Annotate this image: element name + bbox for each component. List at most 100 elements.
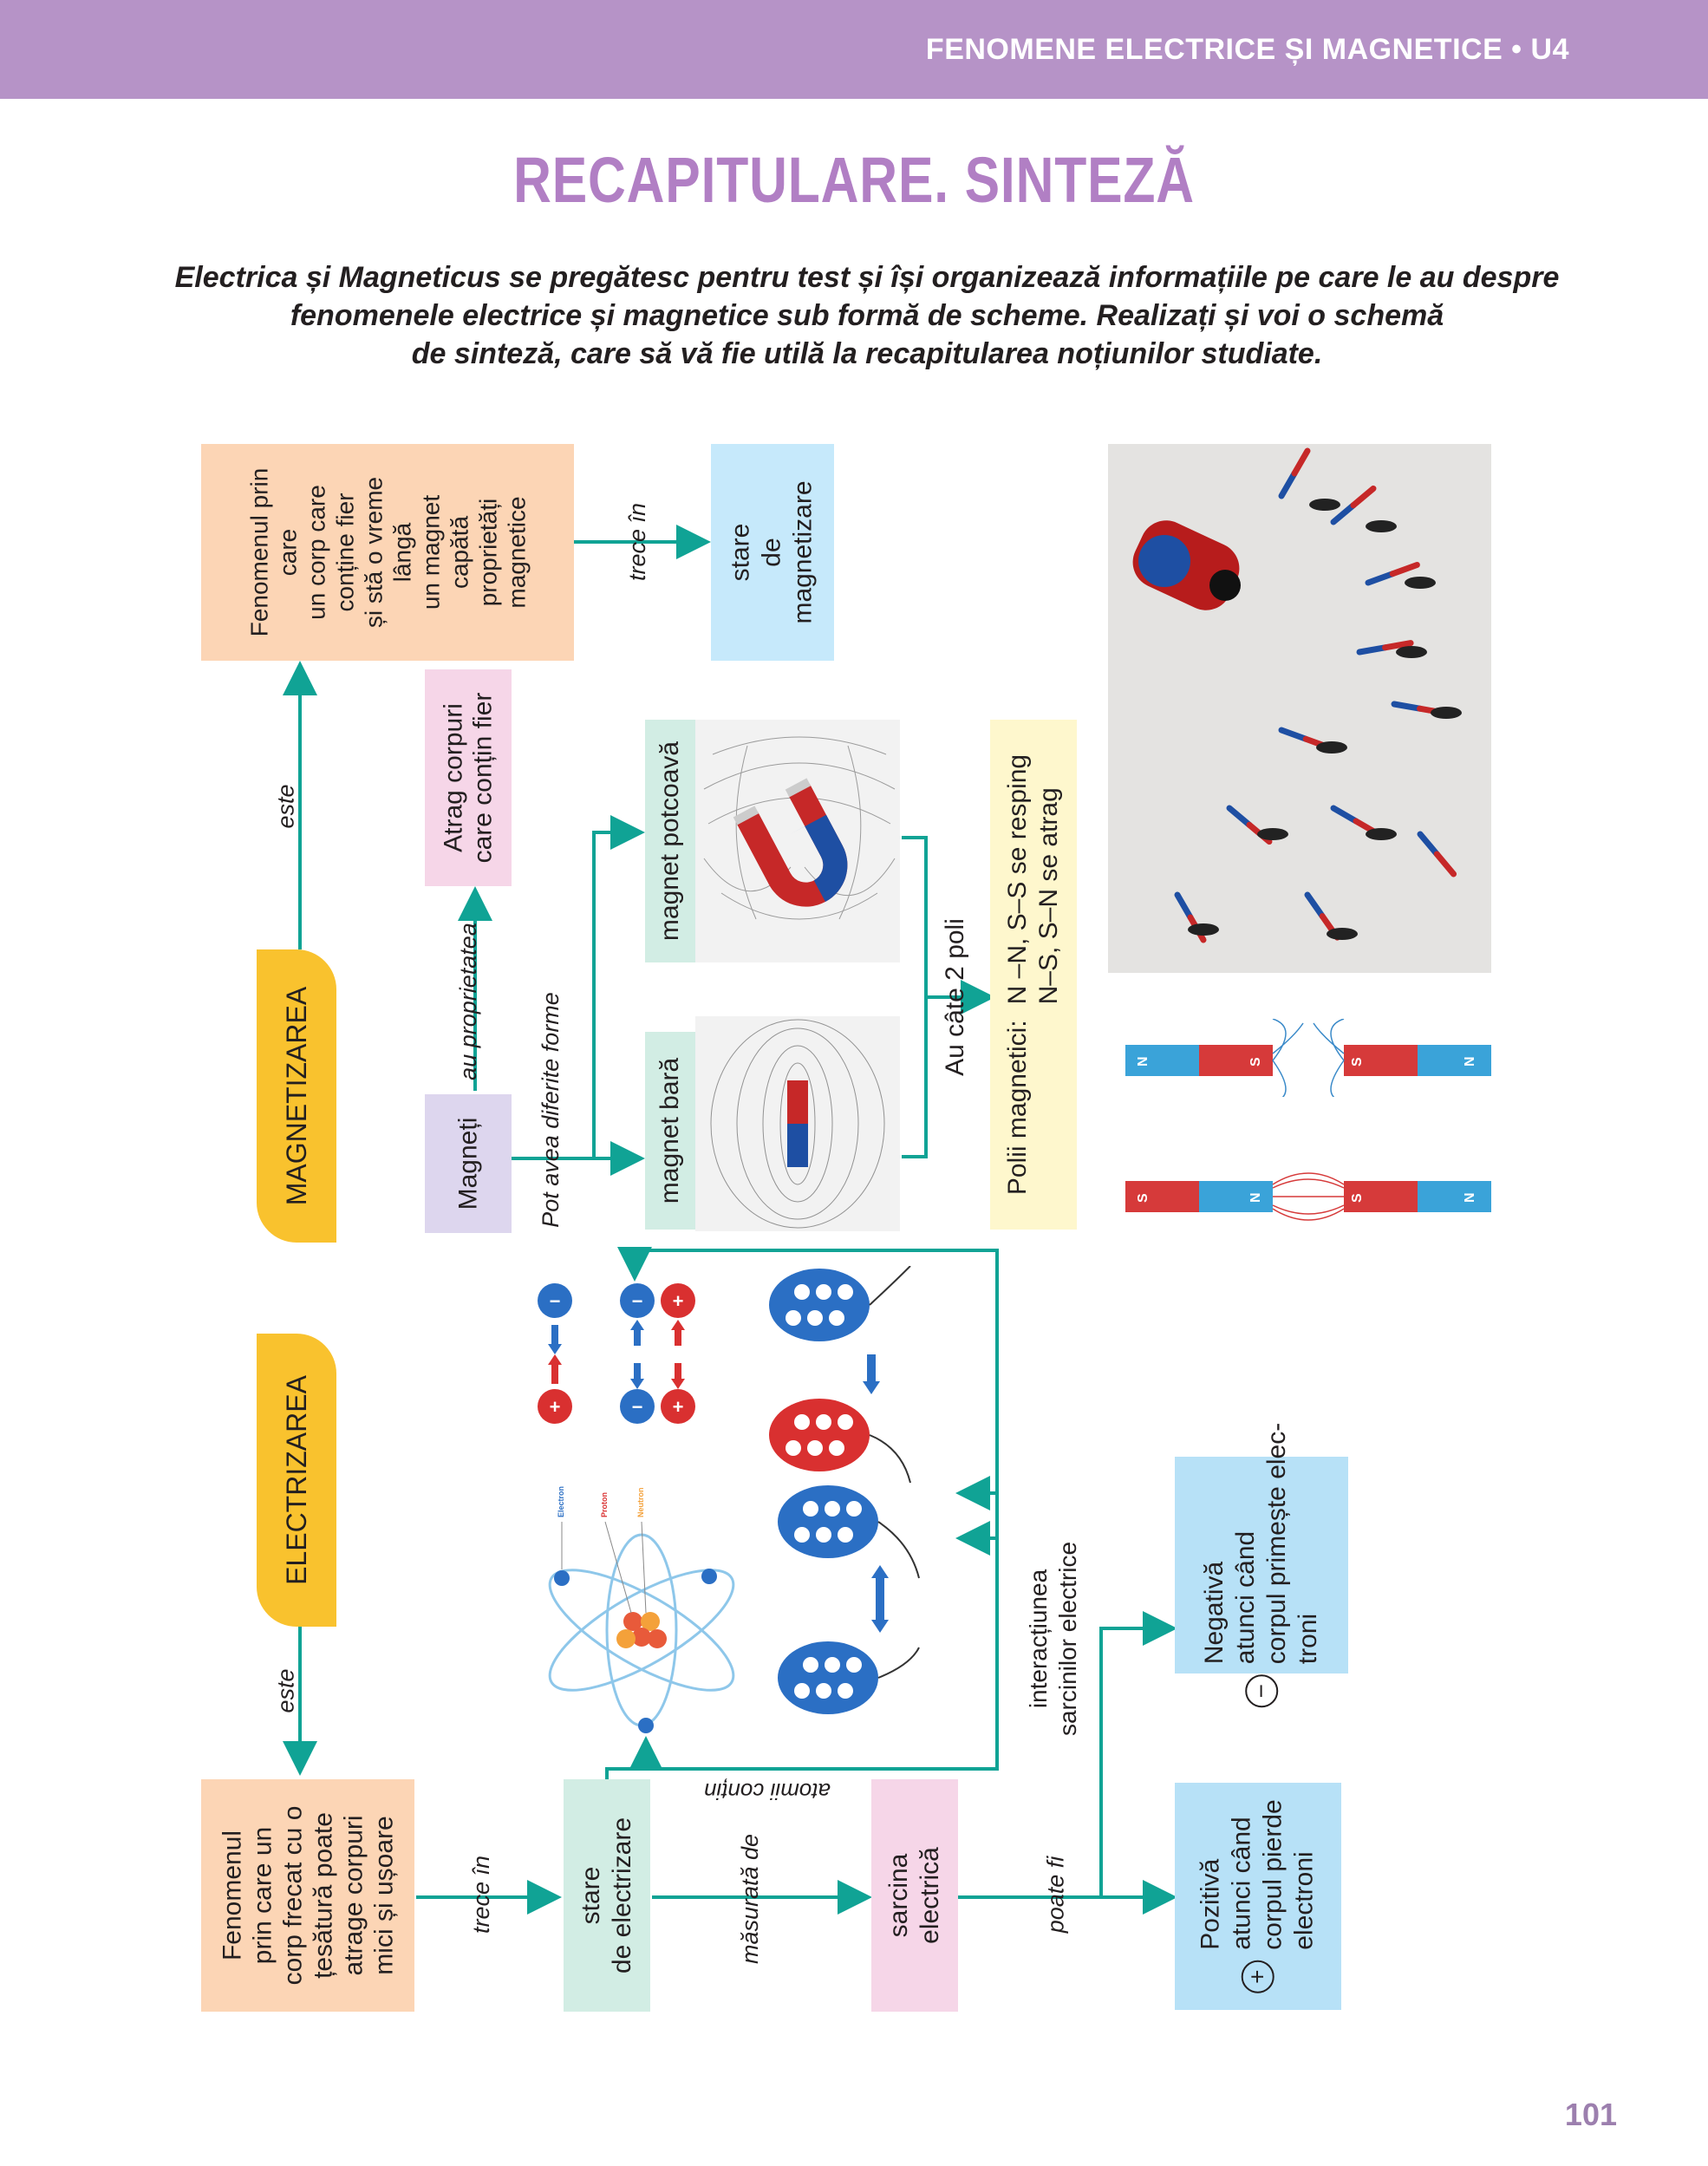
magnets-label: Magneți xyxy=(453,1117,483,1210)
pill-label: ELECTRIZAREA xyxy=(281,1375,313,1585)
text-line: Negativă xyxy=(1200,1561,1229,1665)
text-line: atrage corpuri xyxy=(338,1815,368,1976)
text-line: care conțin fier xyxy=(468,692,498,864)
page-number: 101 xyxy=(1564,2097,1617,2132)
atom-and-balloons-illustration: Electron Proton Neutron xyxy=(548,1485,920,1733)
link-interactiunea: interacțiunea sarcinilor electrice xyxy=(1006,1509,1101,1769)
text-line: troni xyxy=(1294,1613,1322,1665)
text-line: prin care un xyxy=(247,1826,277,1965)
intro-line: Electrica și Magneticus se pregătesc pen… xyxy=(174,261,1560,294)
pole-label: N xyxy=(1136,1056,1151,1067)
text-line: Atrag corpuri xyxy=(439,703,468,852)
compass-field-illustration xyxy=(1108,444,1491,973)
horseshoe-label: magnet potcoavă xyxy=(655,740,684,942)
link-masurata: măsurată de xyxy=(720,1830,780,1968)
bar-magnet-label: magnet bară xyxy=(655,1057,685,1204)
magnet-property: Atrag corpuri care conțin fier xyxy=(425,669,512,886)
pole-label: N xyxy=(1463,1056,1477,1067)
text-line: conține fier xyxy=(331,493,358,612)
link-atomii-contin: atomii conțin xyxy=(694,1769,841,1812)
link-label: este xyxy=(272,784,299,829)
link-label: atomii conțin xyxy=(704,1778,831,1804)
magnetization-state: stare de magnetizare xyxy=(711,444,834,661)
pill-label: MAGNETIZAREA xyxy=(281,986,312,1206)
text-line: care xyxy=(274,528,301,577)
magnets-box: Magneți xyxy=(425,1094,512,1233)
pole-label: S xyxy=(1350,1193,1365,1203)
horseshoe-magnet-illustration xyxy=(703,736,896,920)
link-trece-in-el: trece în xyxy=(451,1847,512,1942)
text-line: de electrizare xyxy=(608,1817,636,1974)
electrization-pill: ELECTRIZAREA xyxy=(257,1334,336,1627)
poles-rule: N –N, S–S se resping xyxy=(1003,754,1032,1005)
text-line: stare xyxy=(577,1866,605,1925)
text-line: și stă o vreme xyxy=(360,476,387,629)
text-line: un corp care xyxy=(303,485,329,620)
link-poli: Au câte 2 poli xyxy=(929,910,981,1084)
magnetic-poles-box: Polii magnetici: N –N, S–S se resping N–… xyxy=(990,720,1077,1230)
text-line: corpul pierde xyxy=(1259,1799,1288,1950)
plus-sign-icon: + xyxy=(1242,1960,1274,1993)
plus-sign: + xyxy=(673,1290,684,1312)
negative-charge-box: − Negativă atunci când corpul primește e… xyxy=(1175,1423,1348,1708)
link-label: măsurată de xyxy=(737,1833,763,1965)
pole-label: S xyxy=(1248,1057,1263,1067)
link-label: trece în xyxy=(624,502,651,582)
link-au-proprietatea: au proprietatea xyxy=(442,919,494,1084)
text-line: un magnet xyxy=(417,494,444,610)
pole-label: N xyxy=(1463,1192,1477,1203)
link-trece-in-mag: trece în xyxy=(607,494,668,590)
charge-interactions-illustration: − + − − + + xyxy=(538,1266,911,1484)
bar-magnet-illustration xyxy=(710,1019,885,1229)
horseshoe-label-box: magnet potcoavă xyxy=(645,720,695,962)
text-line: țesătură poate xyxy=(308,1812,337,1979)
plus-sign: + xyxy=(550,1396,561,1418)
poles-rule: N–S, S–N se atrag xyxy=(1034,787,1063,1005)
text-line: electroni xyxy=(1290,1851,1319,1950)
poles-title: Polii magnetici: xyxy=(1003,1020,1032,1196)
plus-sign: + xyxy=(673,1396,684,1418)
minus-sign-icon: − xyxy=(1245,1674,1278,1708)
link-label: trece în xyxy=(468,1855,495,1934)
link-forme: Pot avea diferite forme xyxy=(525,980,577,1240)
atom-label: Electron xyxy=(557,1486,565,1517)
intro-line: de sinteză, care să vă fie utilă la reca… xyxy=(411,337,1323,370)
text-line: mici și ușoare xyxy=(368,1816,398,1975)
bar-magnets-repel: N S S N xyxy=(1125,1019,1491,1097)
link-label: Pot avea diferite forme xyxy=(538,992,564,1228)
text-line: lângă xyxy=(388,522,415,583)
electrization-state: stare de electrizare xyxy=(564,1779,650,2012)
magnetization-pill: MAGNETIZAREA xyxy=(257,949,336,1243)
text-line: corpul primește elec- xyxy=(1262,1422,1291,1665)
header-bar: FENOMENE ELECTRICE ȘI MAGNETICE • U4 xyxy=(0,0,1708,99)
text-line: sarcinilor electrice xyxy=(1054,1541,1082,1737)
atom-label: Proton xyxy=(600,1492,609,1517)
horseshoe-magnet-image xyxy=(695,720,900,962)
link-label: poate fi xyxy=(1042,1856,1069,1934)
text-line: Pozitivă xyxy=(1196,1858,1225,1950)
bar-magnet-image xyxy=(695,1016,900,1231)
atom-label: Neutron xyxy=(636,1488,645,1518)
intro-line: fenomenele electrice și magnetice sub fo… xyxy=(290,299,1444,332)
compass-needles-photo xyxy=(1108,444,1491,973)
link-label: Au câte 2 poli xyxy=(941,918,970,1076)
text-line: electrică xyxy=(916,1847,944,1944)
text-line: stare xyxy=(727,523,755,582)
text-line: sarcina xyxy=(884,1853,913,1938)
text-line: proprietăți xyxy=(474,498,501,607)
intro-text: Electrica și Magneticus se pregătesc pen… xyxy=(130,258,1604,373)
text-line: magnetice xyxy=(503,496,530,609)
pole-label: S xyxy=(1350,1057,1365,1067)
pole-label: N xyxy=(1248,1192,1263,1203)
pole-label: S xyxy=(1136,1193,1151,1203)
text-line: capătă xyxy=(446,515,473,590)
electrization-definition: Fenomenul prin care un corp frecat cu o … xyxy=(201,1779,414,2012)
positive-charge-box: + Pozitivă atunci când corpul pierde ele… xyxy=(1175,1783,1341,2010)
bar-label-box: magnet bară xyxy=(645,1032,695,1230)
text-line: magnetizare xyxy=(789,480,818,624)
link-poate-fi: poate fi xyxy=(1025,1847,1085,1942)
electric-charge: sarcina electrică xyxy=(871,1779,958,2012)
minus-sign: − xyxy=(632,1290,643,1312)
text-line: Fenomenul xyxy=(217,1830,246,1961)
